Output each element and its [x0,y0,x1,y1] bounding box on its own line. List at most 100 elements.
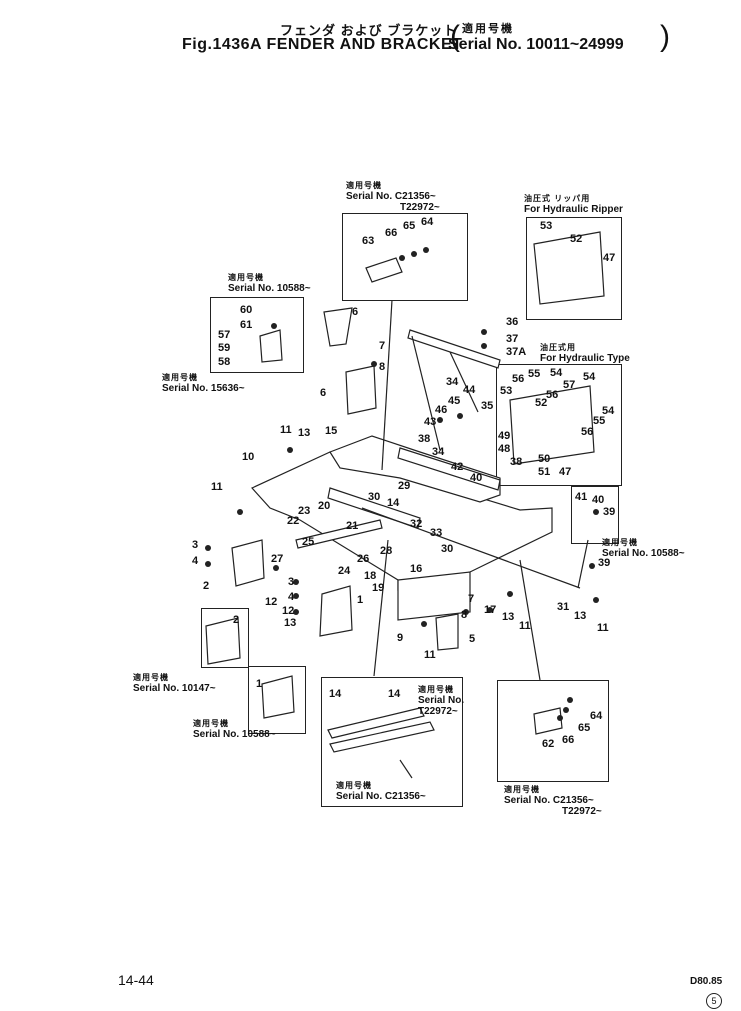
part-number-callout: 3 [192,539,199,551]
bolts [205,247,599,721]
part-number-callout: 1 [357,594,364,606]
note-serial-t22972: 適用号機 Serial No. T22972~ [418,685,465,717]
note-serial-10588-lower: 適用号機 Serial No. 10588~ [193,719,276,740]
part-62 [533,707,563,735]
part-number-callout: 54 [602,405,615,417]
bracket-58-inset [259,329,283,363]
part-number-callout: 66 [385,227,398,239]
note-serial-15636: 適用号機 Serial No. 15636~ [162,373,245,394]
part-number-callout: 45 [448,395,461,407]
rod-to-top-inset [381,299,393,471]
serial-paren-open: ( [450,20,460,53]
note-top-center: 適用号機 Serial No. C21356~ T22972~ [346,181,440,213]
part-number-callout: 35 [481,400,494,412]
bracket-6-small [323,307,353,347]
part-number-callout: 6 [352,306,359,318]
part-number-callout: 9 [397,632,404,644]
part-number-callout: 3 [288,576,295,588]
inset-box-hydraulic-ripper [526,217,622,320]
part-number-callout: 62 [542,738,555,750]
bracket-5 [435,613,459,651]
part-number-callout: 34 [432,446,445,458]
part-number-callout: 14 [387,497,400,509]
part-number-callout: 55 [528,368,541,380]
part-number-callout: 11 [211,481,223,493]
part-number-callout: 49 [498,430,511,442]
bracket-2 [231,539,265,587]
rail-14-lower [329,721,435,753]
part-number-callout: 32 [410,518,423,530]
part-number-callout: 51 [538,466,551,478]
part-number-callout: 11 [597,622,609,634]
part-number-callout: 7 [379,340,386,352]
part-number-callout: 19 [372,582,385,594]
part-number-callout: 6 [320,387,327,399]
part-number-callout: 41 [575,491,588,503]
note-serial-c21356-center: 適用号機 Serial No. C21356~ [336,781,426,802]
part-number-callout: 39 [603,506,616,518]
inset-box-top-center [342,213,468,301]
bracket-6 [345,365,377,415]
part-number-callout: 11 [424,649,436,661]
part-number-callout: 66 [562,734,575,746]
part-number-callout: 23 [298,505,311,517]
note-serial-10588-right: 適用号機 Serial No. 10588~ [602,538,685,559]
rail-crossbar [407,329,501,369]
part-number-callout: 38 [418,433,431,445]
part-number-callout: 30 [368,491,381,503]
part-number-callout: 60 [240,304,253,316]
part-number-callout: 15 [325,425,338,437]
inset-box-left-bracket [210,297,304,373]
part-number-callout: 8 [461,609,468,621]
rod-right [577,539,589,589]
figure-serial-range: Serial No. 10011~24999 [448,36,624,53]
part-number-callout: 48 [498,443,511,455]
note-serial-c21356-right: 適用号機 Serial No. C21356~ T22972~ [504,785,602,817]
part-number-callout: 11 [519,620,531,632]
note-hydraulic-type: 油圧式用 For Hydraulic Type [540,343,630,364]
fender-upper-plate [329,435,501,503]
part-number-callout: 28 [380,545,393,557]
part-number-callout: 21 [346,520,359,532]
bracket-1 [319,585,353,637]
part-number-callout: 65 [578,722,591,734]
fender-front-face [397,571,471,621]
part-number-callout: 56 [512,373,525,385]
part-number-callout: 43 [424,416,437,428]
part-number-callout: 61 [240,319,253,331]
part-number-callout: 42 [451,461,464,473]
part-number-callout: 7 [468,593,475,605]
figure-title: Fig.1436A FENDER AND BRACKET [182,36,463,53]
part-number-callout: 29 [398,480,411,492]
part-number-callout: 13 [574,610,587,622]
part-number-callout: 57 [218,329,231,341]
part-number-callout: 55 [593,415,606,427]
part-number-callout: 11 [280,424,292,436]
inset-box-left-lower-1 [201,608,249,668]
part-number-callout: 2 [203,580,210,592]
plate-hydraulic-type [509,385,595,465]
rail-long-upper [397,447,501,491]
part-number-callout: 18 [364,570,377,582]
part-number-callout: 27 [271,553,284,565]
serial-paren-close: ) [660,20,670,53]
part-number-callout: 25 [302,536,315,548]
part-number-callout: 24 [338,565,351,577]
part-number-callout: 36 [506,316,519,328]
inset-box-right-small [571,486,619,544]
model-code: D80.85 [690,976,723,987]
rail-14-upper [327,707,425,739]
part-number-callout: 47 [559,466,572,478]
part-number-callout: 31 [557,601,570,613]
part-number-callout: 8 [379,361,386,373]
part-number-callout: 13 [284,617,297,629]
inset-box-left-lower-2 [248,666,306,734]
part-number-callout: 46 [435,404,448,416]
bracket-2-inset [205,617,241,665]
part-number-callout: 44 [463,384,476,396]
part-number-callout: 26 [357,553,370,565]
part-number-callout: 20 [318,500,331,512]
part-number-callout: 10 [242,451,255,463]
part-number-callout: 39 [598,557,611,569]
